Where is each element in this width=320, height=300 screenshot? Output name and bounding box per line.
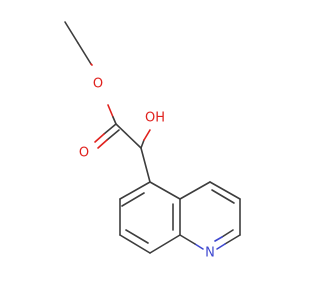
bond-ester-o-c-red bbox=[107, 104, 114, 118]
bond-carbonyl-alpha bbox=[115, 123, 142, 149]
bond-ring-n1-c8a-blue bbox=[194, 243, 204, 250]
bond-ring-c2-n1 bbox=[224, 234, 241, 245]
bond-ring-c2-n1-inner-blue bbox=[214, 236, 223, 242]
bond-ester-o-c bbox=[112, 116, 117, 125]
bond-carbonyl-2-red bbox=[97, 139, 108, 149]
bond-alpha-ring bbox=[140, 147, 151, 183]
bond-ring-c5-c6 bbox=[119, 181, 151, 200]
bond-ring-c4a-c4 bbox=[179, 181, 211, 200]
bond-carbonyl-1 bbox=[103, 123, 117, 135]
ring-nitrogen-label: N bbox=[205, 246, 215, 261]
bond-ring-c2-n1-blue bbox=[216, 243, 226, 250]
bond-ethyl-ch3 bbox=[64, 21, 79, 44]
bond-ring-c4-c3-inner bbox=[211, 189, 235, 204]
molecule-structure: O O OH N bbox=[64, 21, 241, 261]
bond-alpha-oh bbox=[140, 139, 145, 149]
bond-ethyl-ch2-o-red bbox=[90, 63, 93, 66]
bond-carbonyl-2 bbox=[106, 129, 120, 141]
bond-ring-c6-c6-inner bbox=[121, 192, 145, 207]
bond-ring-c7-c8 bbox=[119, 234, 151, 254]
bond-alpha-oh-red bbox=[143, 129, 151, 141]
hydroxyl-group-label: OH bbox=[145, 111, 165, 126]
bond-ring-c7-c8-inner bbox=[125, 229, 149, 244]
bond-ring-n1-c8a bbox=[179, 234, 196, 245]
carbonyl-oxygen-label: O bbox=[79, 146, 89, 161]
bond-ring-c8-c8a bbox=[149, 234, 181, 254]
ester-oxygen-label: O bbox=[93, 77, 103, 92]
bond-ethyl-ch2-o bbox=[77, 42, 92, 65]
bond-ring-c4a-c5 bbox=[149, 181, 181, 200]
bond-ring-c2-n1-inner bbox=[221, 229, 234, 238]
bond-ring-c4-c3 bbox=[209, 181, 241, 200]
bond-carbonyl-1-red bbox=[94, 133, 105, 143]
